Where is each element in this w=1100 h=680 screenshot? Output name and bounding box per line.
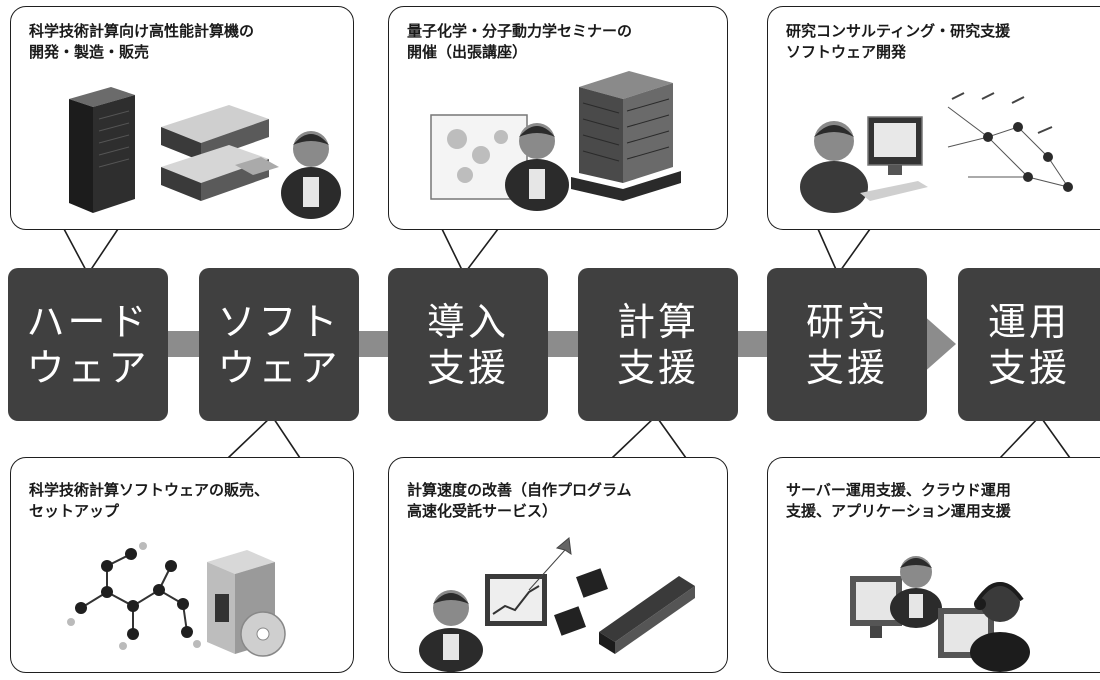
bubble-operation: サーバー運用支援、クラウド運用 支援、アプリケーション運用支援 <box>767 457 1100 673</box>
caption-line: 量子化学・分子動力学セミナーの <box>407 22 633 40</box>
step-label-line: ウェア <box>26 345 150 390</box>
connector-arrowhead <box>922 314 956 374</box>
caption-line: セットアップ <box>29 502 120 520</box>
bubble-computation: 計算速度の改善（自作プログラム 高速化受託サービス） <box>388 457 728 673</box>
caption-line: 研究コンサルティング・研究支援 <box>786 22 1011 40</box>
bubble-caption: サーバー運用支援、クラウド運用 支援、アプリケーション運用支援 <box>786 480 1088 522</box>
step-label-line: 計算 <box>616 299 699 344</box>
bottom-bubble-tail-1 <box>227 414 301 459</box>
caption-line: 支援、アプリケーション運用支援 <box>786 502 1011 520</box>
step-label-line: 支援 <box>805 345 888 390</box>
step-label-line: 研究 <box>805 299 888 344</box>
bubble-research: 研究コンサルティング・研究支援 ソフトウェア開発 <box>767 6 1100 230</box>
step-label-line: ソフト <box>217 299 341 344</box>
bubble-software: 科学技術計算ソフトウェアの販売、 セットアップ <box>10 457 354 673</box>
seminar-illustration <box>430 71 681 211</box>
step-introduction-support: 導入 支援 <box>388 268 548 421</box>
caption-line: 計算速度の改善（自作プログラム <box>407 481 632 499</box>
step-label-line: 運用 <box>987 299 1070 344</box>
step-operation-support: 運用 支援 <box>958 268 1100 421</box>
bubble-caption: 計算速度の改善（自作プログラム 高速化受託サービス） <box>407 480 715 522</box>
bubble-caption: 量子化学・分子動力学セミナーの 開催（出張講座） <box>407 21 715 63</box>
step-label-line: 支援 <box>616 345 699 390</box>
step-research-support: 研究 支援 <box>767 268 927 421</box>
bubble-caption: 科学技術計算ソフトウェアの販売、 セットアップ <box>29 480 341 522</box>
caption-line: 開催（出張講座） <box>407 43 528 61</box>
bubble-hardware: 科学技術計算向け高性能計算機の 開発・製造・販売 <box>10 6 354 230</box>
caption-line: サーバー運用支援、クラウド運用 <box>786 481 1011 499</box>
step-label-line: 支援 <box>987 345 1070 390</box>
caption-line: 高速化受託サービス） <box>407 502 558 520</box>
computation-speedup-illustration <box>419 537 695 672</box>
bubble-caption: 研究コンサルティング・研究支援 ソフトウェア開発 <box>786 21 1088 63</box>
operation-support-illustration <box>850 556 1030 672</box>
step-label-line: 導入 <box>426 299 509 344</box>
caption-line: ソフトウェア開発 <box>786 43 907 61</box>
bottom-bubble-tail-2 <box>611 414 687 459</box>
bottom-bubble-tail-3 <box>999 414 1071 459</box>
step-software: ソフト ウェア <box>199 268 359 421</box>
step-label-line: ウェア <box>217 345 341 390</box>
step-computation-support: 計算 支援 <box>578 268 738 421</box>
caption-line: 開発・製造・販売 <box>29 43 150 61</box>
bubble-caption: 科学技術計算向け高性能計算機の 開発・製造・販売 <box>29 21 341 63</box>
step-hardware: ハード ウェア <box>8 268 168 421</box>
caption-line: 科学技術計算向け高性能計算機の <box>29 22 255 40</box>
step-label-line: 支援 <box>426 345 509 390</box>
research-consulting-illustration <box>800 92 1073 213</box>
caption-line: 科学技術計算ソフトウェアの販売、 <box>29 481 270 499</box>
software-package-illustration <box>67 542 286 657</box>
bubble-introduction: 量子化学・分子動力学セミナーの 開催（出張講座） <box>388 6 728 230</box>
server-hardware-illustration <box>69 87 341 219</box>
step-label-line: ハード <box>26 299 150 344</box>
